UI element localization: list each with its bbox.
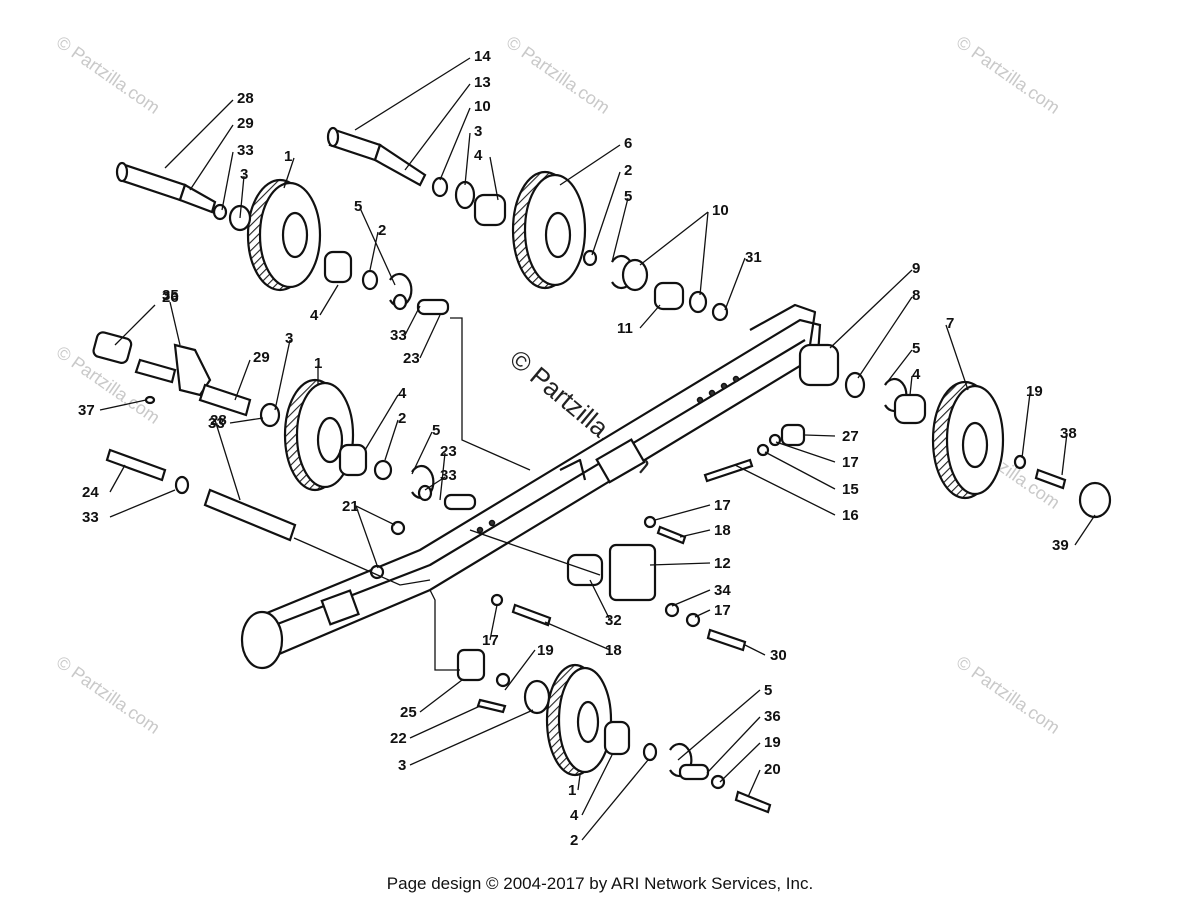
callout-36: 36 [764, 708, 781, 725]
wheel-7 [798, 343, 1112, 519]
callout-3: 3 [285, 330, 293, 347]
callout-19: 19 [537, 642, 554, 659]
callout-17: 17 [482, 632, 499, 649]
callout-26: 26 [162, 289, 179, 306]
callout-19: 19 [764, 734, 781, 751]
callout-5: 5 [912, 340, 920, 357]
callout-13: 13 [474, 74, 491, 91]
callout-14: 14 [474, 48, 491, 65]
shaft-24-28 [105, 448, 406, 580]
callout-19: 19 [1026, 383, 1043, 400]
callout-labels: 28 29 33 3 1 14 13 10 3 4 6 2 5 10 5 2 4… [78, 48, 1077, 849]
shaft-13 [326, 126, 427, 187]
callout-23: 23 [403, 350, 420, 367]
callout-16: 16 [842, 507, 859, 524]
callout-35: 35 [162, 287, 179, 304]
callout-11: 11 [617, 320, 633, 337]
bolts-center [490, 423, 806, 652]
watermark: © Partzilla.com [53, 32, 164, 118]
wheel-1-bottom [456, 648, 772, 814]
callout-28: 28 [210, 412, 227, 429]
callout-3: 3 [474, 123, 482, 140]
watermark: © Partzilla.com [53, 652, 164, 738]
callout-3: 3 [240, 166, 248, 183]
connector-lines [293, 317, 601, 671]
callout-21: 21 [342, 498, 359, 515]
callout-4: 4 [398, 385, 407, 402]
callout-32: 32 [605, 612, 622, 629]
callout-29: 29 [253, 349, 270, 366]
callout-37: 37 [78, 402, 95, 419]
callout-5: 5 [432, 422, 440, 439]
callout-4: 4 [310, 307, 319, 324]
callout-1: 1 [314, 355, 322, 372]
callout-24: 24 [82, 484, 99, 501]
callout-4: 4 [570, 807, 579, 824]
callout-5: 5 [624, 188, 632, 205]
slide-rail [240, 303, 822, 670]
watermark: © Partzilla.com [503, 32, 614, 118]
callout-10: 10 [474, 98, 491, 115]
wheel-1-top [212, 178, 450, 316]
wheel-1-mid [283, 378, 477, 511]
callout-31: 31 [745, 249, 762, 266]
callout-33: 33 [440, 467, 457, 484]
watermark: © Partzilla.com [953, 652, 1064, 738]
callout-1: 1 [568, 782, 576, 799]
shaft-28 [115, 161, 217, 214]
callout-2: 2 [378, 222, 386, 239]
arm-26 [92, 331, 281, 428]
callout-23: 23 [440, 443, 457, 460]
callout-25: 25 [400, 704, 417, 721]
callout-33: 33 [82, 509, 99, 526]
callout-1: 1 [284, 148, 292, 165]
callout-34: 34 [714, 582, 731, 599]
callout-7: 7 [946, 315, 954, 332]
callout-10: 10 [712, 202, 729, 219]
callout-18: 18 [605, 642, 622, 659]
callout-22: 22 [390, 730, 407, 747]
callout-8: 8 [912, 287, 920, 304]
callout-33: 33 [390, 327, 407, 344]
callout-17: 17 [714, 602, 731, 619]
callout-2: 2 [570, 832, 578, 849]
footer-copyright: Page design © 2004-2017 by ARI Network S… [386, 874, 814, 893]
callout-3: 3 [398, 757, 406, 774]
callout-39: 39 [1052, 537, 1069, 554]
callout-12: 12 [714, 555, 731, 572]
callout-38: 38 [1060, 425, 1077, 442]
callout-27: 27 [842, 428, 859, 445]
callout-18: 18 [714, 522, 731, 539]
callout-5: 5 [354, 198, 362, 215]
callout-33: 33 [237, 142, 254, 159]
callout-4: 4 [912, 366, 921, 383]
callout-30: 30 [770, 647, 787, 664]
callout-17: 17 [714, 497, 731, 514]
callout-9: 9 [912, 260, 920, 277]
callout-leaders [99, 57, 1096, 841]
callout-20: 20 [764, 761, 781, 778]
wheel-6 [431, 170, 729, 322]
callout-2: 2 [398, 410, 406, 427]
callout-28: 28 [237, 90, 254, 107]
watermark: © Partzilla.com [953, 32, 1064, 118]
callout-5: 5 [764, 682, 772, 699]
callout-4: 4 [474, 147, 483, 164]
callout-29: 29 [237, 115, 254, 132]
callout-17: 17 [842, 454, 859, 471]
callout-6: 6 [624, 135, 632, 152]
callout-33: 33 [208, 415, 225, 432]
callout-15: 15 [842, 481, 859, 498]
callout-2: 2 [624, 162, 632, 179]
